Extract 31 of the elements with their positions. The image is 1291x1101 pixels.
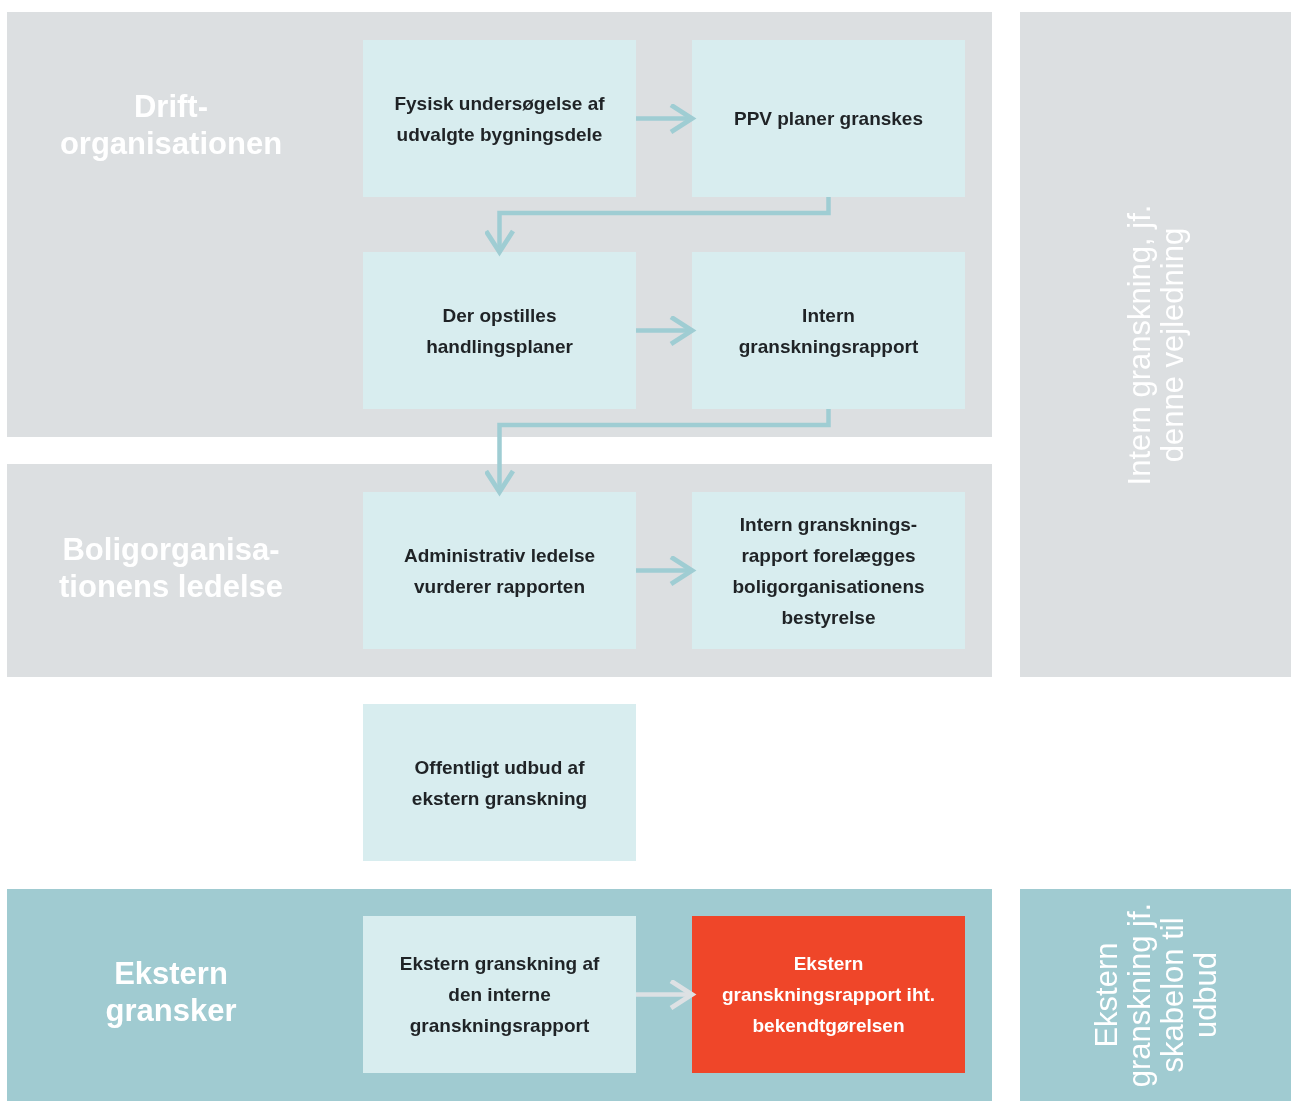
box-text: Offentligt udbud af ekstern granskning: [410, 755, 589, 811]
process-box: [692, 40, 965, 197]
arrow: [636, 314, 695, 347]
process-box: [363, 492, 636, 649]
box-text: Ekstern granskning af den interne granskningsrapport: [398, 952, 601, 1038]
process-box: [692, 252, 965, 409]
process-box: [363, 916, 636, 1073]
highlight-box: [692, 916, 965, 1073]
box-text: PPV planer granskes: [733, 107, 923, 131]
process-box: [363, 40, 636, 197]
side-panel: [1020, 889, 1291, 1101]
vertical-label: Ekstern granskning jf. skabelon til udbud: [1089, 902, 1222, 1088]
arrow: [483, 409, 831, 495]
box-text: Der opstilles handlingsplaner: [425, 303, 574, 359]
process-box: [363, 704, 636, 861]
box-text: Intern gransknings- rapport forelægges boligorganisationens bestyrelse: [731, 512, 926, 630]
lane-heading: Ekstern gransker: [104, 955, 238, 1029]
swimlane-band: [7, 12, 992, 437]
side-panel: [1020, 12, 1291, 677]
swimlane-band: [7, 889, 992, 1101]
box-text: Intern granskningsrapport: [737, 303, 920, 359]
arrow: [636, 554, 695, 587]
process-box: [692, 492, 965, 649]
arrow: [636, 978, 695, 1011]
swimlane-band: [7, 464, 992, 677]
box-text: Ekstern granskningsrapport iht. bekendtgørelsen: [720, 952, 937, 1038]
box-text: Administrativ ledelse vurderer rapporten: [402, 543, 597, 599]
arrow: [636, 102, 695, 135]
arrow: [483, 197, 831, 255]
box-text: Fysisk undersøgelse af udvalgte bygningsdele: [393, 91, 606, 147]
process-box: [363, 252, 636, 409]
